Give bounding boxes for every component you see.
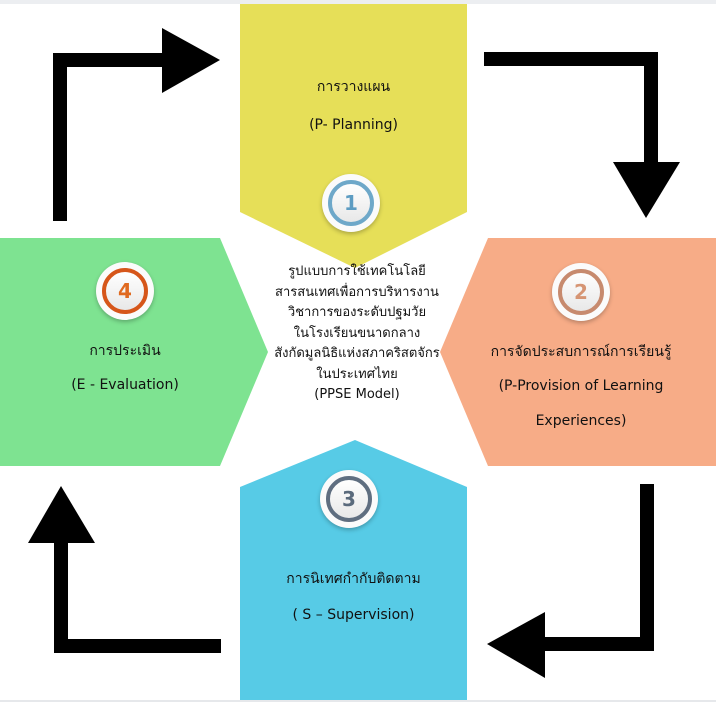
step-3-subtitle: ( S – Supervision) [292, 607, 415, 623]
step-1-shape [240, 4, 467, 268]
step-2-number-badge: 2 [552, 263, 610, 321]
step-4-number: 4 [102, 268, 148, 314]
step-1-number-badge: 1 [322, 174, 380, 232]
step-2-shape [440, 238, 716, 466]
step-1-subtitle: (P- Planning) [309, 117, 398, 133]
bottom-border [0, 700, 716, 702]
step-1-number: 1 [328, 180, 374, 226]
step-2-title: การจัดประสบการณ์การเรียนรู้ [490, 344, 672, 360]
model-line: ในประเทศไทย [316, 366, 398, 382]
arrow-to-planning-icon [53, 28, 220, 221]
arrow-to-supervision-icon [487, 484, 654, 678]
model-line: สังกัดมูลนิธิแห่งสภาคริสตจักร [274, 346, 440, 361]
step-3-title: การนิเทศกำกับติดตาม [286, 571, 421, 587]
step-3-shape [240, 440, 467, 700]
step-4-shape [0, 238, 268, 466]
model-line: วิชาการของระดับปฐมวัย [287, 305, 427, 320]
model-line: รูปแบบการใช้เทคโนโลยี [288, 264, 426, 279]
model-line: สารสนเทศเพื่อการบริหารงาน [275, 284, 439, 300]
model-line: ในโรงเรียนขนาดกลาง [293, 325, 421, 341]
step-1-title: การวางแผน [316, 79, 391, 95]
model-name: (PPSE Model) [314, 387, 400, 402]
arrow-to-provision-icon [484, 52, 680, 218]
arrow-to-evaluation-icon [28, 486, 221, 653]
model-description: รูปแบบการใช้เทคโนโลยี สารสนเทศเพื่อการบร… [262, 262, 452, 406]
step-2-subtitle-cont: Experiences) [535, 413, 627, 429]
top-border [0, 0, 716, 4]
step-3-number: 3 [326, 476, 372, 522]
step-4-number-badge: 4 [96, 262, 154, 320]
step-4-title: การประเมิน [89, 343, 161, 359]
step-2-number: 2 [558, 269, 604, 315]
step-2-subtitle: (P-Provision of Learning [498, 378, 664, 394]
step-4-subtitle: (E - Evaluation) [71, 377, 179, 393]
step-3-number-badge: 3 [320, 470, 378, 528]
